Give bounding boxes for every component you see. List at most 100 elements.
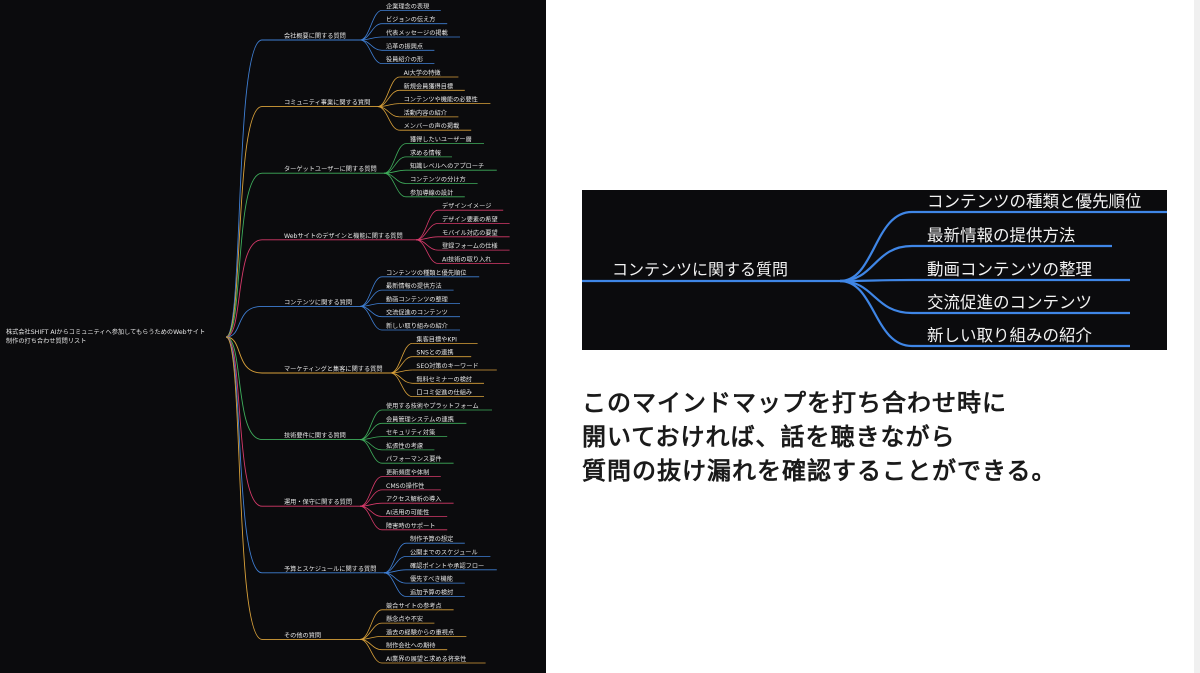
mindmap-branch-connector <box>225 106 263 338</box>
mindmap-leaf-label: 懸念点や不安 <box>386 615 423 623</box>
mindmap-leaf-label: 役員紹介の形 <box>386 56 423 64</box>
mindmap-leaf-connector <box>359 306 383 331</box>
mindmap-leaf-label: 活動内容の紹介 <box>404 109 448 117</box>
mindmap-leaf-connector <box>377 106 400 131</box>
mindmap-branch-connector <box>225 336 263 640</box>
mindmap-branch-label: 技術要件に関する質問 <box>284 432 346 440</box>
mindmap-leaf-label: 登録フォームの仕様 <box>442 242 498 250</box>
zoom-leaf-label: コンテンツの種類と優先順位 <box>927 192 1142 211</box>
mindmap-leaf-label: 障害時のサポート <box>386 522 436 530</box>
mindmap-leaf-connector <box>415 209 439 241</box>
mindmap-branch-connector <box>225 39 263 338</box>
mindmap-leaf-connector <box>383 143 407 174</box>
caption-line: このマインドマップを打ち合わせ時に <box>582 389 1007 417</box>
mindmap-leaf-label: AI活用の可能性 <box>386 509 429 517</box>
mindmap-leaf-label: 過去の経験からの重視点 <box>386 628 454 636</box>
mindmap-branch-label: ターゲットユーザーに関する質問 <box>284 165 377 173</box>
mindmap-leaf-label: メンバーの声の掲載 <box>404 122 460 130</box>
mindmap-leaf-connector <box>359 505 383 517</box>
mindmap-branch-connector <box>225 305 263 338</box>
mindmap-leaf-connector <box>390 372 413 397</box>
mindmap-branch: マーケティングと集客に関する質問集客目標やKPISNSとの連携SEO対策のキーワ… <box>225 335 497 398</box>
mindmap-leaf-label: 優先すべき機能 <box>410 575 453 583</box>
mindmap-leaf-connector <box>383 172 407 198</box>
mindmap-leaf-label: 拡張性の考慮 <box>386 442 423 450</box>
caption-line: 開いておければ、話を聴きながら <box>582 423 956 451</box>
mindmap-branch-connector <box>225 336 263 441</box>
mindmap-leaf-label: 知識レベルへのアプローチ <box>410 162 484 170</box>
mindmap-leaf-label: コンテンツの種類と優先順位 <box>386 269 466 277</box>
mindmap-leaf-label: AI業界の展望と求める将来性 <box>386 655 466 663</box>
mindmap-leaf-connector <box>359 609 383 640</box>
zoom-leaf-label: 最新情報の提供方法 <box>927 226 1076 245</box>
mindmap-branch-connector <box>225 336 263 574</box>
mindmap-leaf-label: 追加予算の検討 <box>410 588 453 596</box>
caption-text: このマインドマップを打ち合わせ時に 開いておければ、話を聴きながら 質問の抜け漏… <box>582 386 1182 488</box>
caption-line: 質問の抜け漏れを確認することができる。 <box>582 457 1057 485</box>
mindmap-leaf-label: 求める情報 <box>410 149 441 157</box>
mindmap-leaf-label: コンテンツの分け方 <box>410 176 466 184</box>
mindmap-leaf-label: 制作会社への期待 <box>386 642 436 650</box>
zoom-leaf-connector <box>839 279 913 315</box>
mindmap-leaf-label: 企業理念の表現 <box>386 2 430 10</box>
mindmap-leaf-connector <box>383 572 407 597</box>
mindmap-leaf-connector <box>359 439 383 464</box>
mindmap-root-line: 制作の打ち合わせ質問リスト <box>6 337 86 345</box>
mindmap-branch: 会社概要に関する質問企業理念の表現ビジョンの伝え方代表メッセージの掲載沿革の振興… <box>225 2 460 338</box>
mindmap-branch-label: その他の質問 <box>284 631 321 639</box>
mindmap-leaf-label: 公開までのスケジュール <box>410 550 478 557</box>
mindmap-branch-label: コミュニティ事業に関する質問 <box>284 99 370 107</box>
zoom-leaf-label: 動画コンテンツの整理 <box>927 260 1092 279</box>
mindmap-zoom-panel: コンテンツに関する質問 コンテンツの種類と優先順位最新情報の提供方法動画コンテンツ… <box>582 190 1167 350</box>
mindmap-leaf-label: SEO対策のキーワード <box>416 362 478 370</box>
mindmap-leaf-connector <box>383 572 407 584</box>
mindmap-branch: Webサイトのデザインと機能に関する質問デザインイメージデザイン要素の希望モバイ… <box>225 202 510 338</box>
mindmap-panel: 株式会社SHIFT AIからコミュニティへ参加してもらうためのWebサイト制作の… <box>0 0 546 673</box>
mindmap-branch: 予算とスケジュールに関する質問制作予算の想定公開までのスケジュール確認ポイントや… <box>225 336 497 597</box>
mindmap-leaf-label: 動画コンテンツの整理 <box>386 295 448 303</box>
mindmap-leaf-connector <box>359 476 383 507</box>
mindmap-branch-label: 予算とスケジュールに関する質問 <box>284 565 376 573</box>
mindmap-leaf-label: パフォーマンス要件 <box>386 455 442 463</box>
mindmap-branch-label: 運用・保守に関する質問 <box>284 498 352 506</box>
mindmap-leaf-label: 競合サイトの参考点 <box>386 602 442 610</box>
zoom-leaf-connector <box>839 278 913 283</box>
mindmap-branch-label: 会社概要に関する質問 <box>284 32 346 40</box>
mindmap-leaf-label: 会員管理システムの連携 <box>386 415 454 423</box>
mindmap-branch: その他の質問 競合サイトの参考点懸念点や不安過去の経験からの重視点制作会社への期待… <box>225 336 486 664</box>
mindmap-leaf-label: AI大学の特徴 <box>404 69 442 77</box>
mindmap-leaf-label: 使用する技術やプラットフォーム <box>386 402 479 410</box>
mindmap-root-label: 株式会社SHIFT AIからコミュニティへ参加してもらうためのWebサイト制作の… <box>6 328 205 345</box>
mindmap-leaf-label: デザインイメージ <box>442 202 491 210</box>
mindmap-leaf-connector <box>390 372 413 384</box>
mindmap-leaf-connector <box>377 106 400 118</box>
mindmap-leaf-label: SNSとの連携 <box>416 349 453 357</box>
zoom-leaf-connector <box>839 244 913 283</box>
mindmap-diagram: 株式会社SHIFT AIからコミュニティへ参加してもらうためのWebサイト制作の… <box>6 2 510 664</box>
mindmap-leaf-label: コンテンツや機能の必要性 <box>404 96 478 104</box>
mindmap-leaf-connector <box>359 276 383 307</box>
page-edge <box>1194 0 1200 673</box>
mindmap-leaf-connector <box>359 639 383 664</box>
mindmap-branch-label: コンテンツに関する質問 <box>284 298 352 306</box>
mindmap-branch: コンテンツに関する質問コンテンツの種類と優先順位最新情報の提供方法動画コンテンツ… <box>225 269 480 338</box>
mindmap-leaf-label: ビジョンの伝え方 <box>386 16 436 24</box>
mindmap-leaf-connector <box>359 39 383 51</box>
mindmap-leaf-label: 獲得したいユーザー層 <box>410 136 472 144</box>
zoom-leaf-connector <box>839 210 913 283</box>
mindmap-branch: ターゲットユーザーに関する質問 獲得したいユーザー層求める情報知識レベルへのアプロ… <box>225 136 497 338</box>
zoom-root-label: コンテンツに関する質問 <box>612 260 788 279</box>
mindmap-leaf-connector <box>415 239 439 264</box>
mindmap-branch-label: Webサイトのデザインと機能に関する質問 <box>284 232 403 240</box>
mindmap-leaf-label: CMSの操作性 <box>386 482 424 490</box>
mindmap-leaf-connector <box>383 172 407 184</box>
zoom-leaf-connector <box>839 279 913 348</box>
mindmap-leaf-label: 口コミ促進の仕組み <box>416 389 472 397</box>
mindmap-leaf-label: 制作予算の想定 <box>410 535 453 543</box>
mindmap-leaf-connector <box>359 306 383 318</box>
mindmap-leaf-label: 新規会員獲得目標 <box>404 82 454 90</box>
mindmap-leaf-label: モバイル対応の要望 <box>442 229 498 237</box>
mindmap-leaf-label: セキュリティ対策 <box>386 429 435 437</box>
mindmap-leaf-label: AI技術の取り入れ <box>442 255 492 263</box>
mindmap-leaf-connector <box>359 639 383 651</box>
